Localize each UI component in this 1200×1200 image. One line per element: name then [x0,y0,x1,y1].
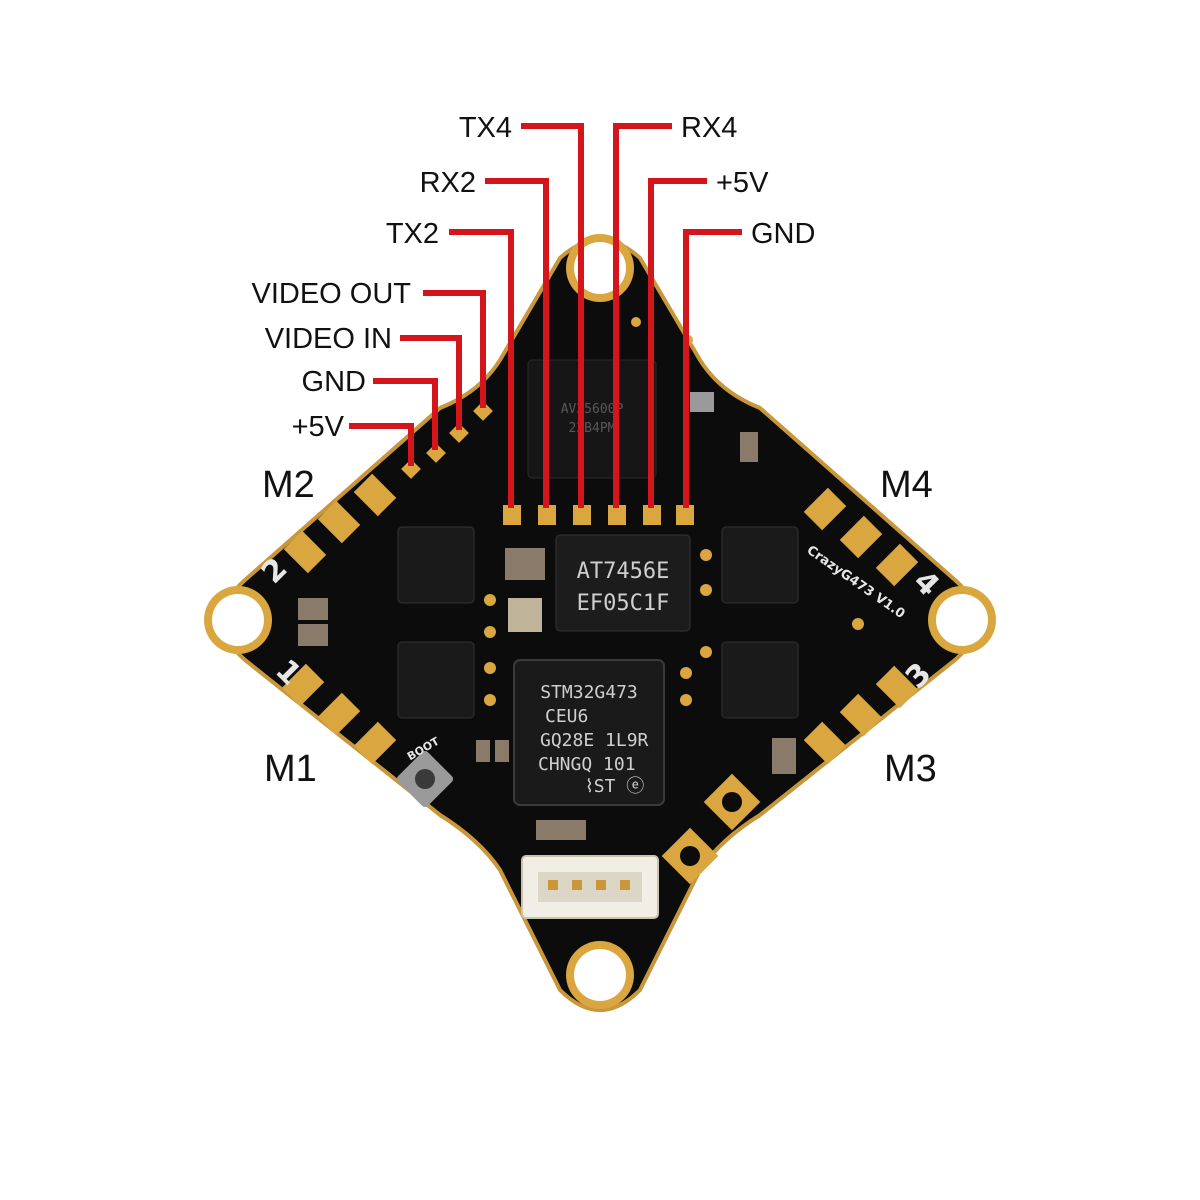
leader-video-in [400,335,462,430]
label-video-in: VIDEO IN [265,323,392,355]
label-plus5v-top: +5V [716,167,769,199]
leader-plus5v-left [349,423,414,466]
label-gnd-left: GND [302,366,366,398]
left-video-pads [401,401,493,479]
label-tx4: TX4 [459,112,512,144]
label-rx2: RX2 [420,167,476,199]
leader-tx4 [521,123,584,508]
label-m2: M2 [262,464,315,506]
pcb-board: AV25600P 22B4PM AT7456E EF05C1F STM32G47… [204,234,996,1012]
label-rx4: RX4 [681,112,737,144]
flash-line1: AV25600P [561,402,624,417]
leader-rx2 [485,178,549,508]
leader-video-out [423,290,486,408]
mcu-line4: CHNGQ 101 [538,754,636,775]
motor-pads-m4 [803,487,919,587]
leader-lines [349,123,742,508]
leader-rx4 [613,123,672,508]
flash-chip: AV25600P 22B4PM [527,359,657,479]
leader-gnd-left [373,378,438,450]
motor-pads-m3 [803,665,919,765]
flash-line2: 22B4PM [569,421,616,436]
bottom-right-pads [661,773,761,885]
leader-plus5v-top [648,178,707,508]
label-m4: M4 [880,464,933,506]
leader-gnd-top [683,229,742,508]
mcu-line2: CEU6 [545,706,588,727]
label-tx2: TX2 [386,218,439,250]
top-uart-pads [503,505,694,525]
osd-line2: EF05C1F [577,591,670,616]
mcu-line3: GQ28E 1L9R [540,730,649,751]
label-m1: M1 [264,748,317,790]
label-plus5v-left: +5V [292,411,345,443]
label-m3: M3 [884,748,937,790]
motor-pads-m2 [283,473,397,574]
pin-labels: TX4 RX4 RX2 +5V TX2 GND VIDEO OUT VIDEO … [251,112,815,443]
motor-pads-m1 [281,663,397,765]
st-logo-icon: ⌇ST ⓔ [585,776,644,797]
osd-chip: AT7456E EF05C1F [555,534,691,632]
esc-chips [397,526,799,719]
mcu-chip: STM32G473 CEU6 GQ28E 1L9R CHNGQ 101 ⌇ST … [513,659,665,806]
osd-line1: AT7456E [577,559,670,584]
mcu-line1: STM32G473 [540,682,638,703]
jst-connector [521,855,659,919]
motor-labels: M2 M4 M1 M3 [262,464,937,790]
leader-tx2 [449,229,514,508]
small-components [298,317,864,840]
label-gnd-top: GND [751,218,815,250]
label-video-out: VIDEO OUT [251,278,411,310]
